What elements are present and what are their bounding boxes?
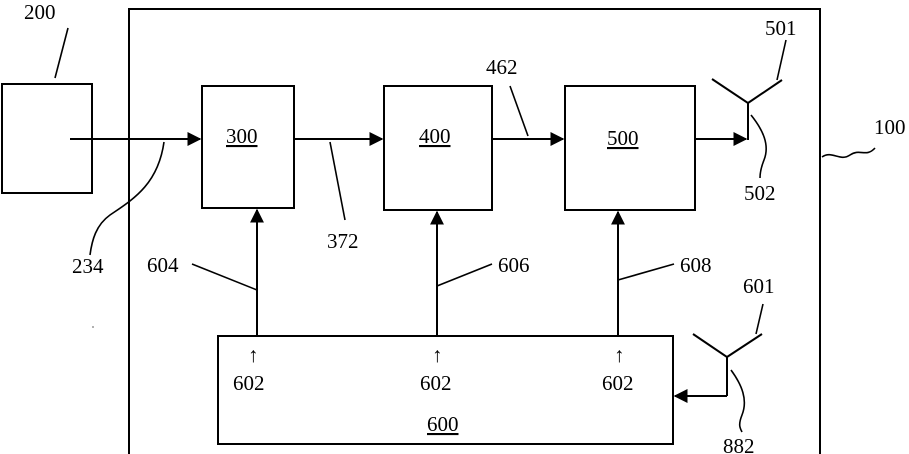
label-400: 400 (419, 124, 451, 148)
label-300: 300 (226, 124, 258, 148)
label-462: 462 (486, 55, 518, 79)
antenna-501 (712, 79, 782, 140)
port-602-c-label: 602 (602, 371, 634, 395)
label-500: 500 (607, 126, 639, 150)
port-602-a-label: 602 (233, 371, 265, 395)
leader-502 (751, 115, 766, 178)
label-606: 606 (498, 253, 530, 277)
label-372: 372 (327, 229, 359, 253)
port-602-c-arrow: ↑ (614, 343, 625, 367)
leader-501 (777, 40, 786, 80)
port-602-a-arrow: ↑ (248, 343, 259, 367)
label-600: 600 (427, 412, 459, 436)
label-882: 882 (723, 434, 755, 454)
label-200: 200 (24, 0, 56, 24)
label-502: 502 (744, 181, 776, 205)
leader-200 (55, 28, 68, 78)
block-400 (384, 86, 492, 210)
label-604: 604 (147, 253, 179, 277)
port-602-b-label: 602 (420, 371, 452, 395)
leader-604 (192, 264, 257, 290)
label-501: 501 (765, 16, 797, 40)
label-234: 234 (72, 254, 104, 278)
antenna-601 (693, 334, 762, 396)
label-100: 100 (874, 115, 906, 139)
leader-372 (330, 142, 345, 220)
label-608: 608 (680, 253, 712, 277)
label-601: 601 (743, 274, 775, 298)
leader-882 (731, 370, 744, 432)
leader-100 (822, 148, 875, 157)
leader-601 (756, 304, 763, 334)
leader-606 (437, 264, 492, 286)
port-602-b-arrow: ↑ (432, 343, 443, 367)
leader-462 (510, 86, 528, 136)
stray-dot (92, 326, 94, 328)
leader-608 (618, 264, 674, 280)
leader-234 (90, 142, 164, 255)
